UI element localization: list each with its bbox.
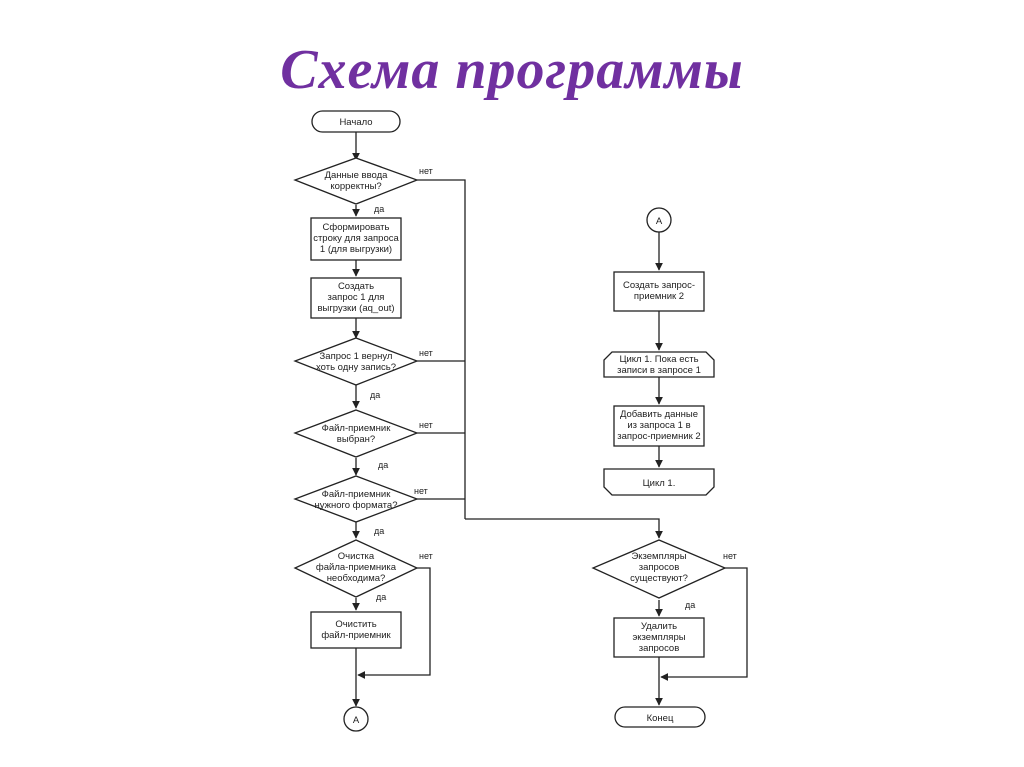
label-yes: да <box>376 592 386 602</box>
svg-text:Цикл 1. Пока есть: Цикл 1. Пока есть <box>619 354 698 365</box>
svg-text:Данные ввода: Данные ввода <box>325 170 389 181</box>
label-no: нет <box>419 166 433 176</box>
slide-title: Схема программы <box>280 39 744 101</box>
svg-text:необходима?: необходима? <box>327 573 386 584</box>
decision-file-format: Файл-приемник нужного формата? <box>293 475 419 523</box>
connector-a-top: A <box>646 207 672 233</box>
process-delete-instances: Удалить экземпляры запросов <box>613 617 705 658</box>
svg-text:Файл-приемник: Файл-приемник <box>322 423 392 434</box>
svg-text:файл-приемник: файл-приемник <box>321 630 391 641</box>
label-no: нет <box>419 348 433 358</box>
svg-text:запросов: запросов <box>639 562 680 573</box>
svg-text:экземпляры: экземпляры <box>632 632 685 643</box>
flow-lines <box>352 132 748 707</box>
svg-text:запрос-приемник 2: запрос-приемник 2 <box>617 431 700 442</box>
svg-text:файла-приемника: файла-приемника <box>316 562 397 573</box>
svg-text:Начало: Начало <box>339 117 372 128</box>
svg-text:1 (для выгрузки): 1 (для выгрузки) <box>320 244 392 255</box>
loop-end: Цикл 1. <box>603 468 715 496</box>
svg-text:A: A <box>353 715 360 726</box>
label-no: нет <box>414 486 428 496</box>
connector-a-bottom: A <box>343 706 369 732</box>
svg-text:строку для запроса: строку для запроса <box>313 233 399 244</box>
decision-file-selected: Файл-приемник выбран? <box>293 409 419 458</box>
svg-text:выгрузки (aq_out): выгрузки (aq_out) <box>317 303 394 314</box>
process-form-string: Сформировать строку для запроса 1 (для в… <box>310 217 402 261</box>
svg-text:Цикл 1.: Цикл 1. <box>643 478 676 489</box>
branch-labels: нет да нет да нет да нет да нет да нет д… <box>370 166 737 610</box>
svg-text:Удалить: Удалить <box>641 621 677 632</box>
svg-text:Очистка: Очистка <box>338 551 375 562</box>
process-clear-file: Очистить файл-приемник <box>310 611 402 649</box>
svg-text:Конец: Конец <box>647 713 674 724</box>
svg-text:существуют?: существуют? <box>630 573 688 584</box>
svg-text:Сформировать: Сформировать <box>323 222 390 233</box>
svg-text:Файл-приемник: Файл-приемник <box>322 489 392 500</box>
node-start: Начало <box>311 110 401 133</box>
svg-text:Экземпляры: Экземпляры <box>631 551 686 562</box>
svg-text:запрос 1 для: запрос 1 для <box>328 292 385 303</box>
label-yes: да <box>378 460 388 470</box>
process-create-query1: Создать запрос 1 для выгрузки (aq_out) <box>310 277 402 319</box>
svg-text:Добавить данные: Добавить данные <box>620 409 698 420</box>
process-add-data: Добавить данные из запроса 1 в запрос-пр… <box>613 405 705 447</box>
label-yes: да <box>685 600 695 610</box>
label-yes: да <box>370 390 380 400</box>
label-no: нет <box>419 420 433 430</box>
loop-start: Цикл 1. Пока есть записи в запросе 1 <box>603 351 715 378</box>
decision-input-valid: Данные ввода корректны? <box>293 157 419 205</box>
label-yes: да <box>374 526 384 536</box>
decision-clear-needed: Очистка файла-приемника необходима? <box>293 539 419 598</box>
node-end: Конец <box>614 706 706 728</box>
svg-text:хоть одну запись?: хоть одну запись? <box>316 362 396 373</box>
decision-query1-has-records: Запрос 1 вернул хоть одну запись? <box>293 337 419 386</box>
svg-text:Очистить: Очистить <box>335 619 376 630</box>
svg-text:выбран?: выбран? <box>337 434 375 445</box>
svg-text:корректны?: корректны? <box>330 181 381 192</box>
svg-text:Создать запрос-: Создать запрос- <box>623 280 695 291</box>
svg-text:Запрос 1 вернул: Запрос 1 вернул <box>320 351 393 362</box>
svg-text:A: A <box>656 216 663 227</box>
decision-instances-exist: Экземпляры запросов существуют? <box>591 539 727 599</box>
svg-text:записи в запросе 1: записи в запросе 1 <box>617 365 701 376</box>
svg-text:приемник 2: приемник 2 <box>634 291 684 302</box>
svg-text:из запроса 1 в: из запроса 1 в <box>627 420 690 431</box>
label-no: нет <box>723 551 737 561</box>
label-no: нет <box>419 551 433 561</box>
label-yes: да <box>374 204 384 214</box>
svg-text:Создать: Создать <box>338 281 374 292</box>
svg-text:нужного формата?: нужного формата? <box>315 500 398 511</box>
svg-text:запросов: запросов <box>639 643 680 654</box>
process-create-query2: Создать запрос- приемник 2 <box>613 271 705 312</box>
